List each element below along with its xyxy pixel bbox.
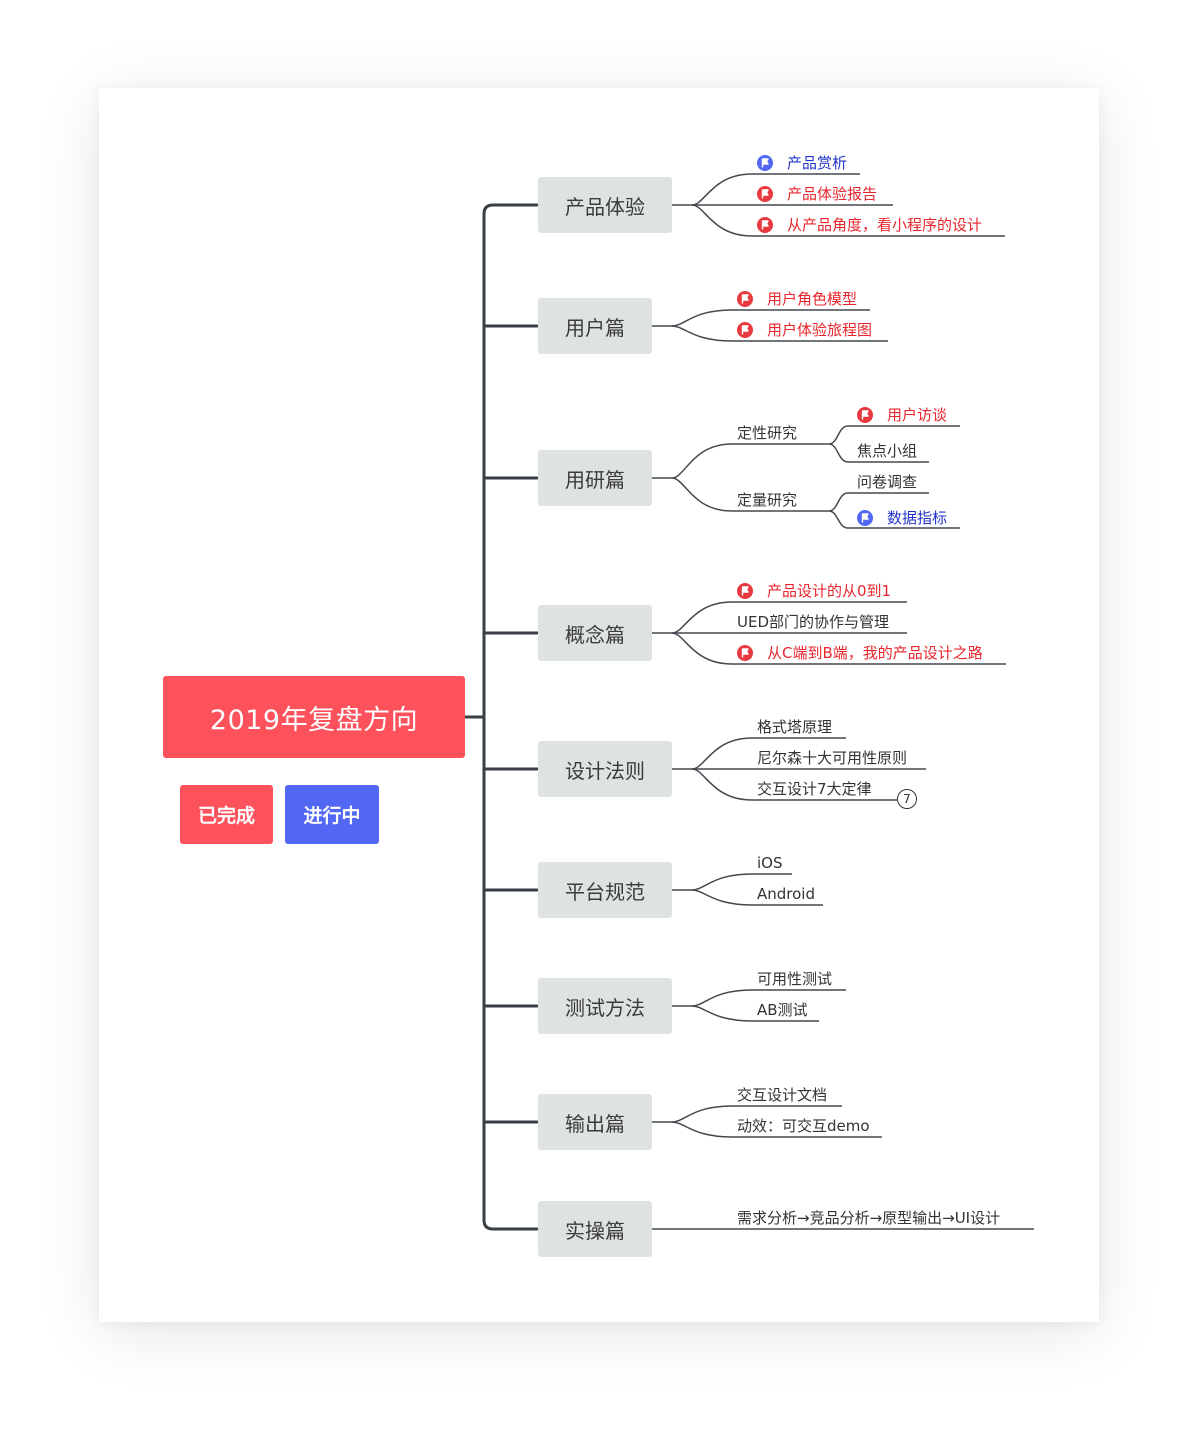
subtopic[interactable]: iOS xyxy=(757,853,783,873)
subtopic[interactable]: 可用性测试 xyxy=(757,969,832,989)
flag-icon-red xyxy=(737,645,753,661)
flag-icon-blue xyxy=(757,155,773,171)
subtopic[interactable]: AB测试 xyxy=(757,1000,808,1020)
subtopic-label: 尼尔森十大可用性原则 xyxy=(757,749,908,767)
subtopic-label: 动效：可交互demo xyxy=(737,1117,870,1135)
topic-output[interactable]: 输出篇 xyxy=(538,1094,652,1150)
root-topic[interactable]: 2019年复盘方向 xyxy=(163,676,465,758)
legend-in-progress-tag[interactable]: 进行中 xyxy=(285,785,379,844)
subtopic-label: 交互设计文档 xyxy=(737,1086,828,1104)
collapsed-count-badge[interactable]: 7 xyxy=(897,789,917,809)
subtopic[interactable]: 从产品角度，看小程序的设计 xyxy=(757,215,982,235)
subtopic[interactable]: 用户体验旅程图 xyxy=(737,320,872,340)
subtopic-label: 问卷调查 xyxy=(857,473,918,491)
subtopic-label: 数据指标 xyxy=(887,509,948,527)
subtopic[interactable]: 尼尔森十大可用性原则 xyxy=(757,748,907,768)
flag-icon-blue xyxy=(857,510,873,526)
subtopic-label: 从C端到B端，我的产品设计之路 xyxy=(767,644,983,662)
subtopic-label: Android xyxy=(757,885,815,903)
subtopic-label: 产品体验报告 xyxy=(787,185,878,203)
subtopic-label: 需求分析→竞品分析→原型输出→UI设计 xyxy=(737,1209,1001,1227)
flag-icon-red xyxy=(737,322,753,338)
subtopic-quantitative-research[interactable]: 定量研究 xyxy=(737,490,797,510)
subtopic[interactable]: 交互设计7大定律 xyxy=(757,779,872,799)
topic-practice[interactable]: 实操篇 xyxy=(538,1201,652,1257)
subtopic-label: 用户角色模型 xyxy=(767,290,858,308)
subtopic[interactable]: 产品体验报告 xyxy=(757,184,877,204)
subtopic[interactable]: 需求分析→竞品分析→原型输出→UI设计 xyxy=(737,1208,1000,1228)
subtopic-label: AB测试 xyxy=(757,1001,808,1019)
flag-icon-red xyxy=(757,217,773,233)
topic-concepts[interactable]: 概念篇 xyxy=(538,605,652,661)
subtopic[interactable]: 数据指标 xyxy=(857,508,947,528)
subtopic[interactable]: 从C端到B端，我的产品设计之路 xyxy=(737,643,983,663)
subtopic-label: 定性研究 xyxy=(737,424,798,442)
flag-icon-red xyxy=(757,186,773,202)
legend-done-tag[interactable]: 已完成 xyxy=(180,785,273,844)
subtopic-label: iOS xyxy=(757,854,783,872)
topic-design-principles[interactable]: 设计法则 xyxy=(538,741,672,797)
subtopic[interactable]: 动效：可交互demo xyxy=(737,1116,870,1136)
topic-testing-methods[interactable]: 测试方法 xyxy=(538,978,672,1034)
subtopic-label: UED部门的协作与管理 xyxy=(737,613,890,631)
subtopic[interactable]: 用户访谈 xyxy=(857,405,947,425)
subtopic[interactable]: 焦点小组 xyxy=(857,441,917,461)
subtopic-label: 交互设计7大定律 xyxy=(757,780,872,798)
subtopic-label: 定量研究 xyxy=(737,491,798,509)
subtopic[interactable]: UED部门的协作与管理 xyxy=(737,612,889,632)
flag-icon-red xyxy=(857,407,873,423)
subtopic-label: 从产品角度，看小程序的设计 xyxy=(787,216,983,234)
subtopic-label: 格式塔原理 xyxy=(757,718,833,736)
flag-icon-red xyxy=(737,291,753,307)
subtopic[interactable]: Android xyxy=(757,884,815,904)
subtopic-label: 焦点小组 xyxy=(857,442,918,460)
subtopic[interactable]: 用户角色模型 xyxy=(737,289,857,309)
subtopic-label: 可用性测试 xyxy=(757,970,833,988)
topic-user-research[interactable]: 用研篇 xyxy=(538,450,652,506)
flag-icon-red xyxy=(737,583,753,599)
subtopic-label: 用户访谈 xyxy=(887,406,948,424)
subtopic[interactable]: 产品设计的从0到1 xyxy=(737,581,891,601)
topic-platform-guidelines[interactable]: 平台规范 xyxy=(538,862,672,918)
topic-product-experience[interactable]: 产品体验 xyxy=(538,177,672,233)
subtopic-label: 用户体验旅程图 xyxy=(767,321,873,339)
subtopic[interactable]: 格式塔原理 xyxy=(757,717,832,737)
subtopic-qualitative-research[interactable]: 定性研究 xyxy=(737,423,797,443)
subtopic[interactable]: 产品赏析 xyxy=(757,153,847,173)
subtopic[interactable]: 交互设计文档 xyxy=(737,1085,827,1105)
subtopic[interactable]: 问卷调查 xyxy=(857,472,917,492)
subtopic-label: 产品设计的从0到1 xyxy=(767,582,892,600)
subtopic-label: 产品赏析 xyxy=(787,154,848,172)
topic-users[interactable]: 用户篇 xyxy=(538,298,652,354)
